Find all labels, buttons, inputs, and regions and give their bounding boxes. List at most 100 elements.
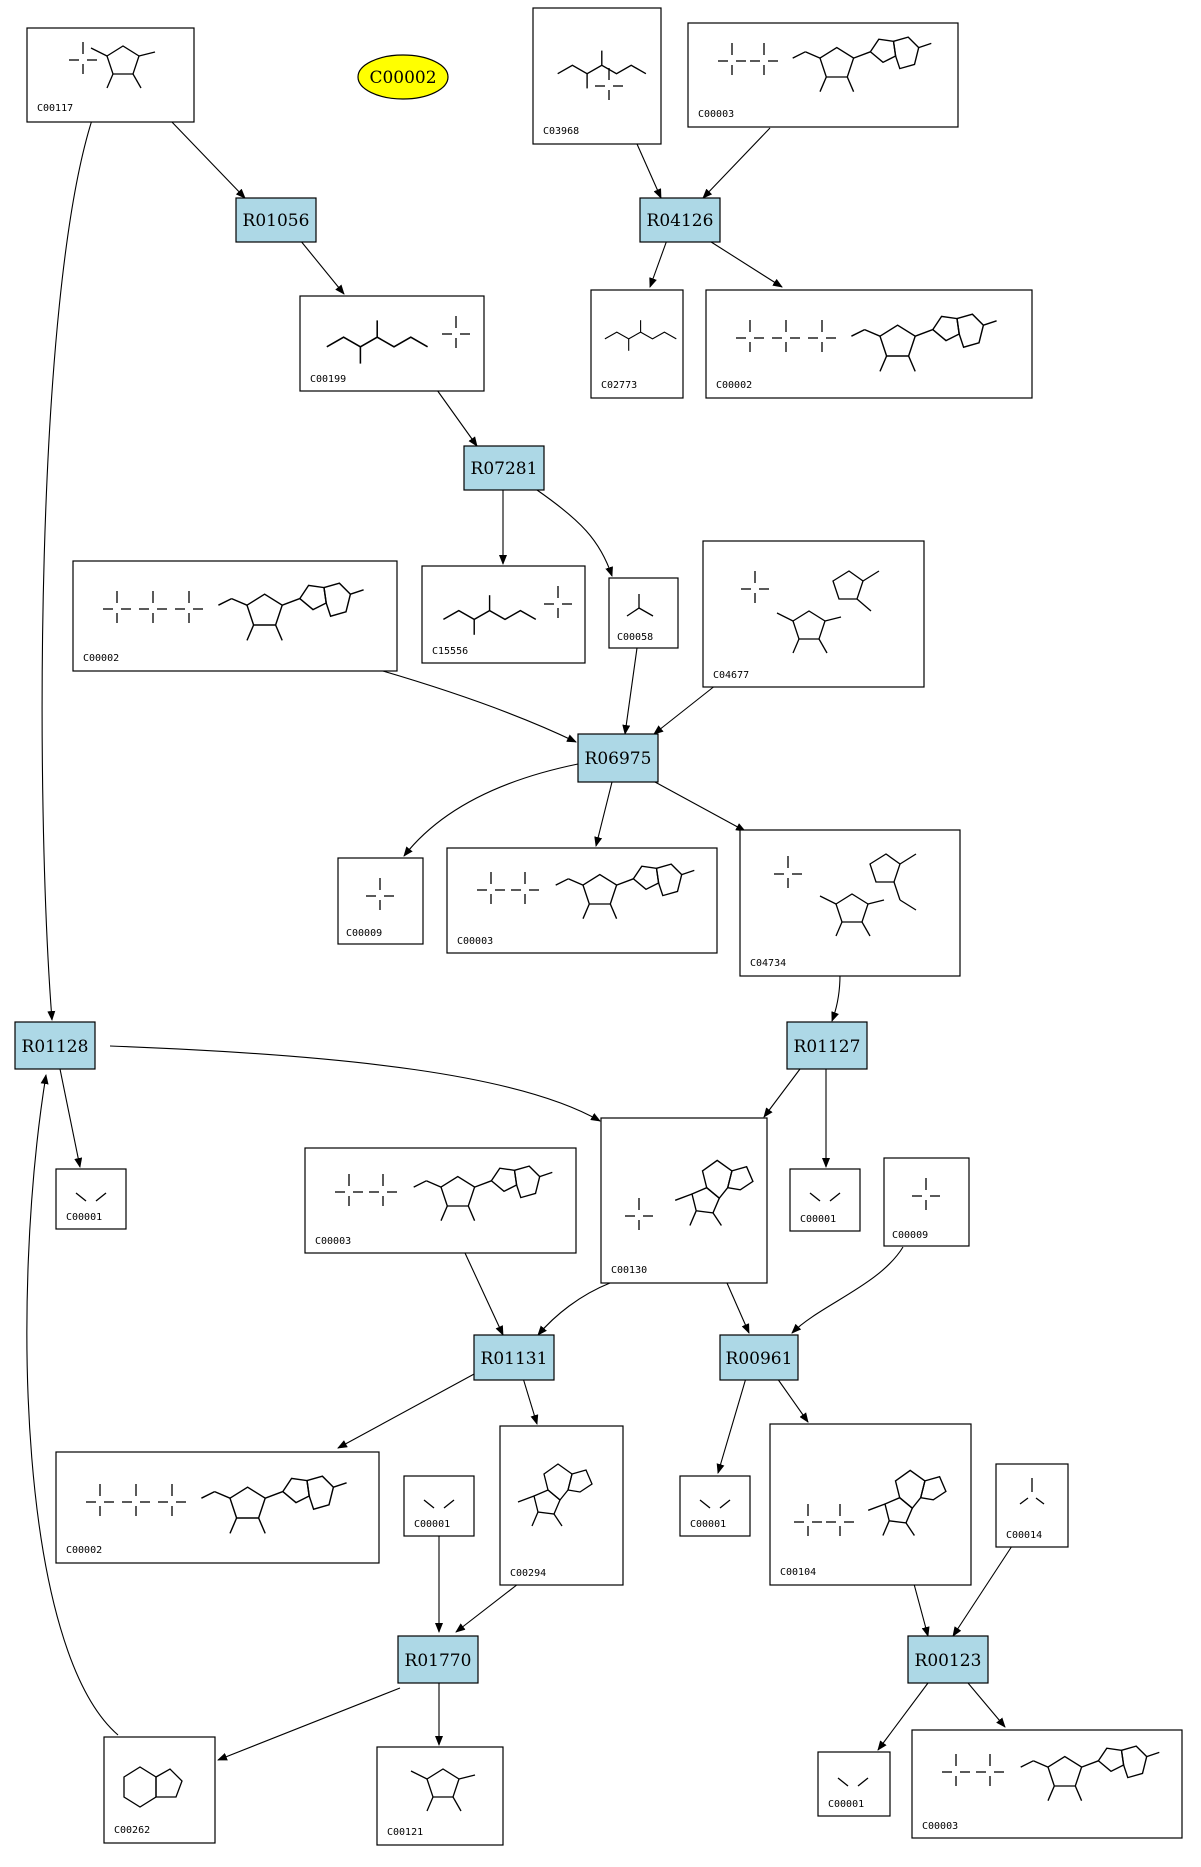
compound-label: C00001 (66, 1212, 102, 1223)
compound-label: C00104 (780, 1567, 816, 1578)
compound-C00199[interactable]: C00199 (299, 295, 485, 392)
edge-c00130-r01131 (537, 1282, 611, 1336)
compound-label: C00002 (66, 1545, 102, 1556)
edge-r01770-c00262 (217, 1687, 401, 1761)
reaction-R01128[interactable]: R01128 (14, 1021, 96, 1070)
reaction-R01127[interactable]: R01127 (786, 1021, 868, 1070)
edge-c00199-r07281 (436, 389, 478, 447)
reaction-label: R01770 (405, 1651, 472, 1671)
compound-C02773[interactable]: C02773 (590, 289, 684, 399)
compound-C00014[interactable]: C00014 (995, 1463, 1069, 1548)
edge-r00961-c00001 (716, 1377, 747, 1474)
compound-C00003[interactable]: C00003 (911, 1729, 1183, 1839)
compound-label: C00003 (315, 1236, 351, 1247)
reaction-R04126[interactable]: R04126 (639, 197, 721, 243)
compound-C15556[interactable]: C15556 (421, 565, 586, 664)
reaction-label: R01128 (22, 1037, 89, 1057)
compound-C00121[interactable]: C00121 (376, 1746, 504, 1846)
edges (26, 119, 1013, 1761)
edge-c00117-r01128 (41, 119, 93, 1021)
edge-r00961-c00104 (776, 1377, 809, 1423)
compound-label: C04734 (750, 958, 786, 969)
edge-c00117-r01056 (169, 119, 246, 199)
compound-label: C00009 (346, 928, 382, 939)
compound-C00262[interactable]: C00262 (103, 1736, 216, 1844)
edge-c00014-r00123 (952, 1545, 1013, 1637)
reaction-label: R00123 (915, 1651, 982, 1671)
highlight-compound[interactable]: C00002 (357, 54, 449, 100)
edge-r00123-c00001 (877, 1682, 929, 1751)
compound-C00002[interactable]: C00002 (72, 560, 398, 672)
reaction-R01056[interactable]: R01056 (235, 197, 317, 243)
compound-C00117[interactable]: C00117 (26, 27, 195, 123)
compound-label: C00001 (828, 1799, 864, 1810)
compound-C00009[interactable]: C00009 (337, 857, 424, 945)
compound-label: C00058 (617, 632, 653, 643)
edge-r01131-c00294 (522, 1377, 539, 1425)
compound-C00003[interactable]: C00003 (446, 847, 718, 954)
compound-label: C00121 (387, 1827, 423, 1838)
compound-C00002[interactable]: C00002 (55, 1451, 380, 1564)
edge-r01127-c00130 (763, 1068, 801, 1118)
compound-label: C00002 (83, 653, 119, 664)
compound-C00001[interactable]: C00001 (55, 1168, 127, 1230)
reaction-label: R07281 (471, 459, 538, 479)
edge-c00130-r00961 (726, 1282, 750, 1334)
reaction-R01770[interactable]: R01770 (397, 1635, 479, 1684)
reaction-label: R01131 (481, 1349, 548, 1369)
edge-c00003-r01131 (464, 1252, 504, 1336)
reaction-label: R00961 (726, 1349, 793, 1369)
reaction-label: R06975 (585, 749, 652, 769)
edge-r07281-c00058 (536, 489, 613, 577)
edge-r06975-c00009 (403, 763, 579, 857)
compound-C00130[interactable]: C00130 (600, 1117, 768, 1284)
reaction-R01131[interactable]: R01131 (473, 1334, 555, 1381)
compound-C00001[interactable]: C00001 (679, 1475, 751, 1537)
reaction-label: R04126 (647, 211, 714, 231)
compound-label: C00001 (800, 1214, 836, 1225)
reaction-R07281[interactable]: R07281 (463, 445, 545, 491)
edge-r01131-c00002 (337, 1372, 477, 1449)
reaction-R00123[interactable]: R00123 (907, 1635, 989, 1684)
compound-label: C00003 (922, 1821, 958, 1832)
compound-C00001[interactable]: C00001 (403, 1475, 475, 1537)
edge-r04126-c02773 (649, 239, 668, 288)
edge-c00104-r00123 (913, 1583, 930, 1637)
compound-label: C00262 (114, 1825, 150, 1836)
reaction-R06975[interactable]: R06975 (577, 733, 659, 783)
compound-C03968[interactable]: C03968 (532, 7, 662, 145)
compound-label: C00130 (611, 1265, 647, 1276)
compound-C00009[interactable]: C00009 (883, 1157, 970, 1247)
edge-c03968-r04126 (636, 143, 662, 199)
reaction-label: R01056 (243, 211, 310, 231)
compound-C04677[interactable]: C04677 (702, 540, 925, 688)
edge-c00002-r06975 (361, 664, 577, 743)
compound-label: C00199 (310, 374, 346, 385)
compound-C00001[interactable]: C00001 (789, 1168, 861, 1232)
compound-label: C00001 (690, 1519, 726, 1530)
edge-r00123-c00003 (967, 1682, 1006, 1728)
compound-C00104[interactable]: C00104 (769, 1423, 972, 1586)
reaction-R00961[interactable]: R00961 (719, 1334, 799, 1381)
compound-label: C02773 (601, 380, 637, 391)
compound-C00003[interactable]: C00003 (304, 1147, 577, 1254)
compound-C00001[interactable]: C00001 (817, 1751, 891, 1817)
compound-C00294[interactable]: C00294 (499, 1425, 624, 1586)
compound-label: C15556 (432, 646, 468, 657)
edge-r06975-c04734 (654, 781, 746, 832)
compound-label: C00001 (414, 1519, 450, 1530)
compound-label: C03968 (543, 126, 579, 137)
compound-label: C00003 (457, 936, 493, 947)
compound-C00058[interactable]: C00058 (608, 577, 679, 649)
highlight-label: C00002 (369, 68, 436, 88)
compound-C00003[interactable]: C00003 (687, 22, 959, 128)
reaction-label: R01127 (794, 1037, 861, 1057)
compound-C00002[interactable]: C00002 (705, 289, 1033, 399)
compound-label: C00014 (1006, 1530, 1042, 1541)
compound-label: C00294 (510, 1568, 546, 1579)
edge-r01056-c00199 (299, 239, 345, 295)
compound-label: C00009 (892, 1230, 928, 1241)
compound-C04734[interactable]: C04734 (739, 829, 961, 977)
edge-r01128-c00130 (109, 1045, 601, 1122)
